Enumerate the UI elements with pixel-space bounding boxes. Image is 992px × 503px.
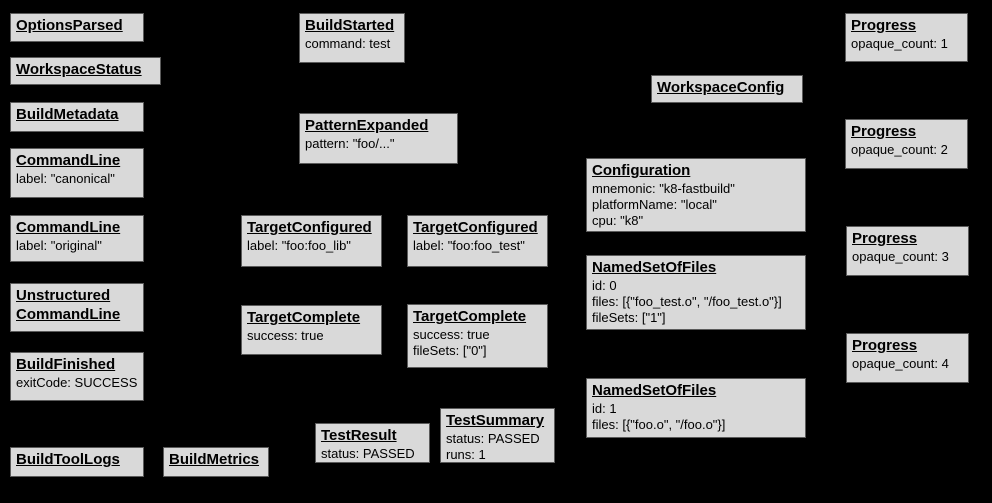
- event-node-title: BuildMetadata: [16, 106, 119, 123]
- event-node-field: label: "original": [16, 238, 102, 253]
- event-node-progress-1: Progress opaque_count: 1: [845, 13, 968, 62]
- event-node-build-finished: BuildFinished exitCode: SUCCESS: [10, 352, 144, 401]
- event-node-title: TargetConfigured: [247, 219, 372, 236]
- event-node-fields: status: PASSED: [321, 446, 424, 462]
- event-node-field: mnemonic: "k8-fastbuild": [592, 181, 735, 196]
- event-node-configuration: Configuration mnemonic: "k8-fastbuild"pl…: [586, 158, 806, 232]
- event-node-field: runs: 1: [446, 447, 486, 462]
- event-node-command-line-canonical: CommandLine label: "canonical": [10, 148, 144, 198]
- event-node-fields: opaque_count: 4: [852, 356, 963, 372]
- event-node-title: TestResult: [321, 427, 397, 444]
- event-node-progress-2: Progress opaque_count: 2: [845, 119, 968, 169]
- event-node-field: command: test: [305, 36, 391, 51]
- event-node-fields: opaque_count: 2: [851, 142, 962, 158]
- event-node-title: WorkspaceConfig: [657, 79, 785, 96]
- event-node-title: OptionsParsed: [16, 17, 123, 34]
- event-node-title: WorkspaceStatus: [16, 61, 142, 78]
- event-node-field: success: true: [413, 327, 490, 342]
- event-node-test-result: TestResult status: PASSED: [315, 423, 430, 463]
- event-node-pattern-expanded: PatternExpanded pattern: "foo/...": [299, 113, 458, 164]
- event-node-fields: label: "canonical": [16, 171, 138, 187]
- event-node-field: label: "foo:foo_test": [413, 238, 525, 253]
- event-node-title: BuildStarted: [305, 17, 395, 34]
- event-node-fields: mnemonic: "k8-fastbuild"platformName: "l…: [592, 181, 800, 229]
- event-node-target-configured-foo-lib: TargetConfigured label: "foo:foo_lib": [241, 215, 382, 267]
- event-node-workspace-config: WorkspaceConfig: [651, 75, 803, 103]
- event-node-title: CommandLine: [16, 152, 121, 169]
- event-node-title: TestSummary: [446, 412, 545, 429]
- event-node-build-metrics: BuildMetrics: [163, 447, 269, 477]
- event-node-title: Progress: [852, 230, 918, 247]
- event-node-target-configured-foo-test: TargetConfigured label: "foo:foo_test": [407, 215, 548, 267]
- event-node-title: TargetConfigured: [413, 219, 538, 236]
- event-node-build-started: BuildStarted command: test: [299, 13, 405, 63]
- event-node-progress-4: Progress opaque_count: 4: [846, 333, 969, 383]
- event-node-title: Progress: [852, 337, 918, 354]
- event-node-field: opaque_count: 2: [851, 142, 948, 157]
- event-node-field: platformName: "local": [592, 197, 717, 212]
- event-node-field: label: "canonical": [16, 171, 115, 186]
- event-node-field: fileSets: ["0"]: [413, 343, 487, 358]
- event-node-title: NamedSetOfFiles: [592, 382, 717, 399]
- event-node-title: CommandLine: [16, 219, 121, 236]
- event-node-fields: label: "foo:foo_lib": [247, 238, 376, 254]
- event-node-field: label: "foo:foo_lib": [247, 238, 351, 253]
- event-node-title: Progress: [851, 123, 917, 140]
- event-node-unstructured-command-line: Unstructured CommandLine: [10, 283, 144, 332]
- event-node-title: BuildMetrics: [169, 451, 260, 468]
- event-node-title: BuildToolLogs: [16, 451, 120, 468]
- event-node-fields: label: "original": [16, 238, 138, 254]
- event-node-target-complete-foo-lib: TargetComplete success: true: [241, 305, 382, 355]
- event-node-field: opaque_count: 1: [851, 36, 948, 51]
- event-node-command-line-original: CommandLine label: "original": [10, 215, 144, 262]
- event-node-field: success: true: [247, 328, 324, 343]
- event-node-title: BuildFinished: [16, 356, 116, 373]
- event-node-title: Unstructured CommandLine: [16, 287, 121, 323]
- event-node-field: pattern: "foo/...": [305, 136, 395, 151]
- event-node-title: PatternExpanded: [305, 117, 429, 134]
- event-node-progress-3: Progress opaque_count: 3: [846, 226, 969, 276]
- event-node-field: id: 0: [592, 278, 617, 293]
- event-node-build-tool-logs: BuildToolLogs: [10, 447, 144, 477]
- event-node-field: files: [{"foo.o", "/foo.o"}]: [592, 417, 726, 432]
- event-node-field: files: [{"foo_test.o", "/foo_test.o"}]: [592, 294, 782, 309]
- event-node-fields: opaque_count: 1: [851, 36, 962, 52]
- event-node-fields: label: "foo:foo_test": [413, 238, 542, 254]
- event-node-build-metadata: BuildMetadata: [10, 102, 144, 132]
- event-node-workspace-status: WorkspaceStatus: [10, 57, 161, 85]
- event-node-field: status: PASSED: [321, 446, 415, 461]
- event-node-title: TargetComplete: [413, 308, 527, 325]
- event-node-title: TargetComplete: [247, 309, 361, 326]
- event-node-fields: exitCode: SUCCESS: [16, 375, 138, 391]
- event-node-field: cpu: "k8": [592, 213, 644, 228]
- event-node-options-parsed: OptionsParsed: [10, 13, 144, 42]
- event-node-field: opaque_count: 4: [852, 356, 949, 371]
- event-node-fields: opaque_count: 3: [852, 249, 963, 265]
- event-node-title: NamedSetOfFiles: [592, 259, 717, 276]
- event-node-fields: command: test: [305, 36, 399, 52]
- event-node-field: opaque_count: 3: [852, 249, 949, 264]
- event-node-field: fileSets: ["1"]: [592, 310, 666, 325]
- event-node-field: exitCode: SUCCESS: [16, 375, 138, 390]
- event-node-title: Configuration: [592, 162, 691, 179]
- event-node-fields: pattern: "foo/...": [305, 136, 452, 152]
- event-node-title: Progress: [851, 17, 917, 34]
- event-node-field: status: PASSED: [446, 431, 540, 446]
- event-node-fields: success: true: [247, 328, 376, 344]
- event-node-field: id: 1: [592, 401, 617, 416]
